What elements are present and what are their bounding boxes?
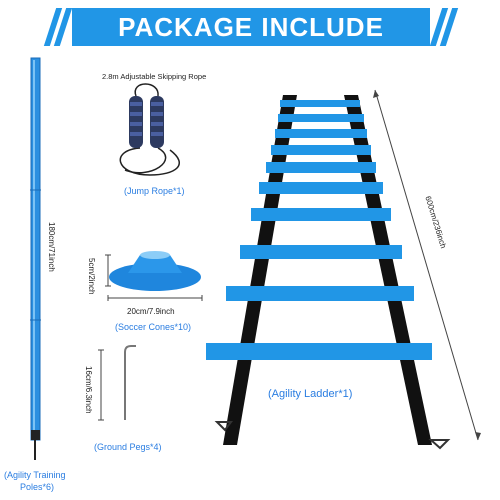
cone-caption: (Soccer Cones*10) xyxy=(115,322,192,332)
soccer-cone-image xyxy=(105,251,203,301)
peg-length-label: 16cm/6.3inch xyxy=(84,366,93,414)
cone-height-label: 5cm/2inch xyxy=(87,258,96,295)
header-banner: PACKAGE INCLUDE xyxy=(0,0,500,56)
cone-width-label: 20cm/7.9inch xyxy=(127,307,175,316)
rope-title: 2.8m Adjustable Skipping Rope xyxy=(102,72,207,81)
page-title: PACKAGE INCLUDE xyxy=(118,11,384,42)
pole-length-label: 180cm/71inch xyxy=(47,222,56,272)
pole-caption-line1: (Agility Training xyxy=(4,470,66,480)
jump-rope-image xyxy=(119,83,180,176)
ladder-caption: (Agility Ladder*1) xyxy=(268,388,353,400)
peg-caption: (Ground Pegs*4) xyxy=(94,442,162,452)
banner-background xyxy=(72,8,430,46)
rope-caption: (Jump Rope*1) xyxy=(124,186,185,196)
agility-pole-image xyxy=(30,57,41,460)
pole-caption-line2: Poles*6) xyxy=(20,482,55,492)
ground-peg-image xyxy=(98,345,136,421)
agility-ladder-image xyxy=(206,89,481,450)
